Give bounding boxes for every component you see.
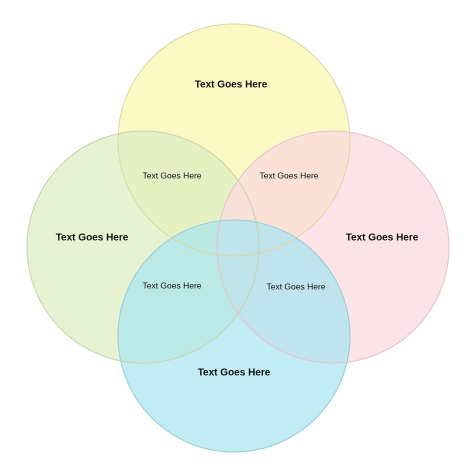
label-left-bottom: Text Goes Here — [142, 280, 201, 290]
label-top-right: Text Goes Here — [259, 170, 318, 180]
circle-bottom-outline — [117, 219, 351, 453]
label-top-left: Text Goes Here — [142, 170, 201, 180]
label-right: Text Goes Here — [346, 233, 419, 244]
circle-left-outline — [26, 130, 260, 364]
label-top: Text Goes Here — [195, 80, 268, 91]
circle-bottom — [118, 220, 350, 452]
label-right-bottom: Text Goes Here — [266, 281, 325, 291]
circle-top-outline — [117, 23, 351, 257]
label-bottom: Text Goes Here — [198, 368, 271, 379]
label-left: Text Goes Here — [56, 233, 129, 244]
circle-right-outline — [216, 130, 450, 364]
